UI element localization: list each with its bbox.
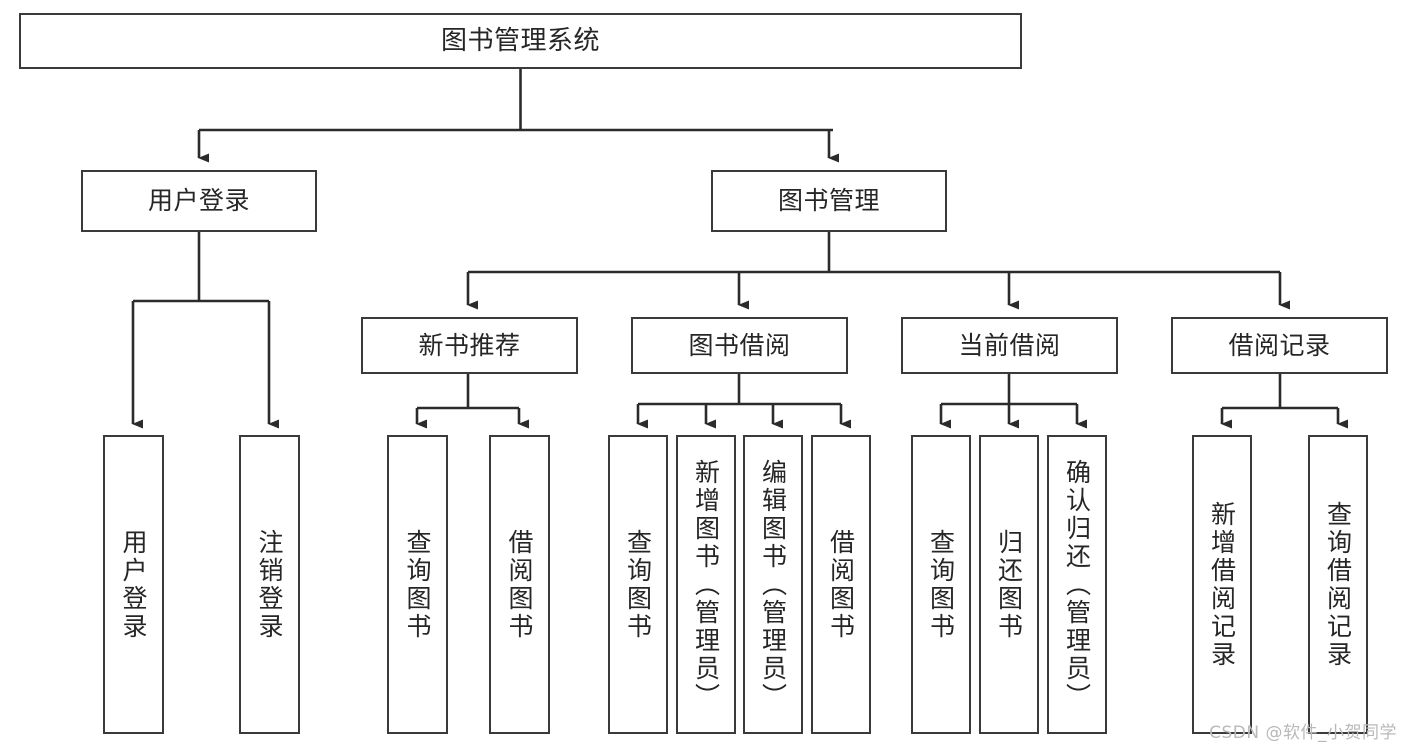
leaf-edit-book[interactable]: 编辑图书（管理员）: [743, 435, 803, 734]
node-current-borrow-label: 当前借阅: [958, 330, 1061, 360]
node-book-borrow-label: 图书借阅: [688, 330, 791, 360]
leaf-user-login-label: 用户登录: [119, 528, 148, 641]
leaf-borrow-book-1[interactable]: 借阅图书: [489, 435, 550, 734]
leaf-query-book-1[interactable]: 查询图书: [387, 435, 448, 734]
node-user-login[interactable]: 用户登录: [81, 170, 317, 232]
leaf-borrow-book-2-label: 借阅图书: [826, 528, 856, 641]
node-book-manage-label: 图书管理: [777, 186, 880, 216]
leaf-query-book-3[interactable]: 查询图书: [911, 435, 971, 734]
leaf-query-book-2[interactable]: 查询图书: [608, 435, 668, 734]
leaf-query-record[interactable]: 查询借阅记录: [1308, 435, 1368, 734]
leaf-user-login[interactable]: 用户登录: [103, 435, 164, 734]
node-root-label: 图书管理系统: [440, 25, 600, 56]
leaf-add-record[interactable]: 新增借阅记录: [1192, 435, 1252, 734]
node-user-login-label: 用户登录: [147, 186, 250, 216]
leaf-query-book-2-label: 查询图书: [623, 528, 653, 641]
leaf-user-logout-label: 注销登录: [255, 528, 284, 641]
leaf-edit-book-label: 编辑图书（管理员）: [758, 458, 788, 711]
leaf-return-book[interactable]: 归还图书: [979, 435, 1039, 734]
node-current-borrow[interactable]: 当前借阅: [901, 317, 1118, 374]
node-book-manage[interactable]: 图书管理: [711, 170, 947, 232]
leaf-user-logout[interactable]: 注销登录: [239, 435, 300, 734]
leaf-add-book[interactable]: 新增图书（管理员）: [676, 435, 736, 734]
leaf-confirm-return-label: 确认归还（管理员）: [1062, 458, 1092, 711]
node-borrow-record-label: 借阅记录: [1228, 330, 1331, 360]
leaf-query-book-3-label: 查询图书: [926, 528, 956, 641]
node-new-book-rec-label: 新书推荐: [418, 330, 521, 360]
leaf-confirm-return[interactable]: 确认归还（管理员）: [1047, 435, 1107, 734]
leaf-query-book-1-label: 查询图书: [403, 528, 432, 641]
leaf-query-record-label: 查询借阅记录: [1323, 500, 1353, 669]
leaf-borrow-book-1-label: 借阅图书: [505, 528, 534, 641]
node-new-book-rec[interactable]: 新书推荐: [361, 317, 578, 374]
leaf-add-record-label: 新增借阅记录: [1207, 500, 1237, 669]
csdn-watermark: CSDN @软件_小贺同学: [1209, 723, 1397, 743]
leaf-add-book-label: 新增图书（管理员）: [691, 458, 721, 711]
node-borrow-record[interactable]: 借阅记录: [1171, 317, 1388, 374]
node-root[interactable]: 图书管理系统: [19, 13, 1022, 69]
node-book-borrow[interactable]: 图书借阅: [631, 317, 848, 374]
leaf-return-book-label: 归还图书: [994, 528, 1024, 641]
leaf-borrow-book-2[interactable]: 借阅图书: [811, 435, 871, 734]
